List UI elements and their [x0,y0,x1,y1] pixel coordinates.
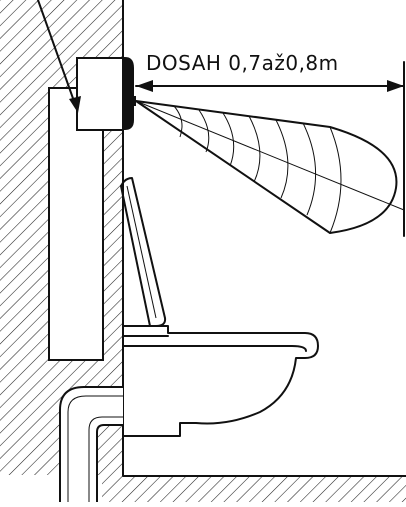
range-label: DOSAH 0,7až0,8m [146,51,339,75]
toilet-bowl [122,325,319,437]
detection-cone [135,100,405,234]
drain-pipe [59,386,124,503]
range-dimension: DOSAH 0,7až0,8m [135,51,405,237]
cistern-box [48,57,124,361]
leader-arrow [37,0,81,113]
sensor-unit [123,57,136,130]
toilet-lid [120,177,167,327]
